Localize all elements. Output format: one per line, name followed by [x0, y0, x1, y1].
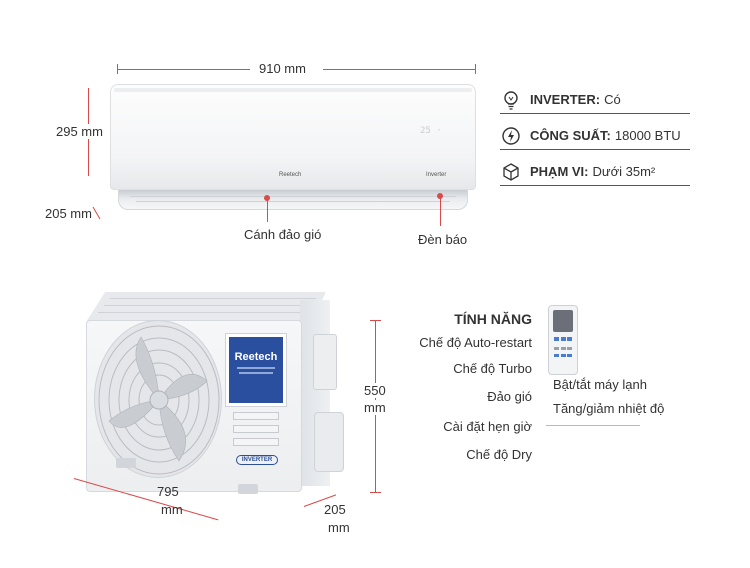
- indoor-louver: [118, 190, 468, 210]
- outdoor-slat-2: [233, 425, 279, 433]
- outdoor-valve-cover-bottom: [314, 412, 344, 472]
- cube-icon: [500, 161, 522, 183]
- outdoor-unit-top: [86, 292, 326, 322]
- spec-row-power: CÔNG SUẤT:18000 BTU: [500, 122, 690, 150]
- outdoor-width-label-unit: mm: [161, 502, 183, 517]
- fan-grille: [94, 320, 222, 478]
- power-icon: [500, 125, 522, 147]
- indicator-label: Đèn báo: [418, 232, 468, 247]
- indoor-display: 25 ·: [420, 126, 442, 136]
- indicator-pointer: [440, 196, 441, 226]
- remote-temp-label: Tăng/giảm nhiệt độ: [553, 401, 665, 416]
- outdoor-brand-logo: Reetech: [234, 351, 278, 363]
- outdoor-height-label-number: 550: [364, 383, 386, 398]
- outdoor-width-label-number: 795: [157, 484, 179, 499]
- outdoor-slat-3: [233, 438, 279, 446]
- indoor-height-label: 295 mm: [56, 124, 103, 139]
- indoor-width-line-right: [323, 69, 475, 70]
- indoor-width-line-left: [117, 69, 250, 70]
- outdoor-slat-1: [233, 412, 279, 420]
- feature-item: Đảo gió: [487, 389, 532, 404]
- outdoor-foot-right: [238, 484, 258, 494]
- feature-item: Chế độ Auto-restart: [419, 335, 532, 350]
- outdoor-depth-label-number: 205: [324, 502, 346, 517]
- indoor-width-label: 910 mm: [259, 61, 306, 76]
- feature-item: Chế độ Turbo: [453, 361, 532, 376]
- indoor-unit-top-edge: [114, 88, 472, 92]
- outdoor-foot-left: [116, 458, 136, 468]
- louver-pointer: [267, 198, 268, 222]
- fan-grille-icon: [98, 325, 220, 475]
- indoor-depth-label: 205 mm: [45, 206, 92, 221]
- outdoor-label-panel: Reetech: [226, 334, 286, 406]
- indoor-unit-body: [110, 84, 476, 190]
- remote-power-label: Bật/tắt máy lạnh: [553, 377, 647, 392]
- spec-row-inverter: INVERTER:Có: [500, 86, 690, 114]
- indoor-inverter-mark: Inverter: [426, 172, 447, 178]
- louver-label: Cánh đảo gió: [244, 227, 322, 242]
- outdoor-inverter-mark: INVERTER: [236, 455, 278, 465]
- outdoor-height-label-unit: mm: [364, 400, 386, 415]
- outdoor-depth-label-unit: mm: [328, 520, 350, 535]
- features-title: TÍNH NĂNG: [454, 311, 532, 327]
- remote-control: [548, 305, 578, 375]
- remote-screen: [553, 310, 573, 332]
- feature-item: Cài đặt hẹn giờ: [443, 419, 532, 434]
- outdoor-valve-cover-top: [313, 334, 337, 390]
- remote-underline: [546, 425, 640, 426]
- indoor-brand-logo: Reetech: [279, 172, 302, 178]
- spec-row-range: PHẠM VI:Dưới 35m²: [500, 158, 690, 186]
- feature-item: Chế độ Dry: [466, 447, 532, 462]
- lightbulb-icon: [500, 89, 522, 111]
